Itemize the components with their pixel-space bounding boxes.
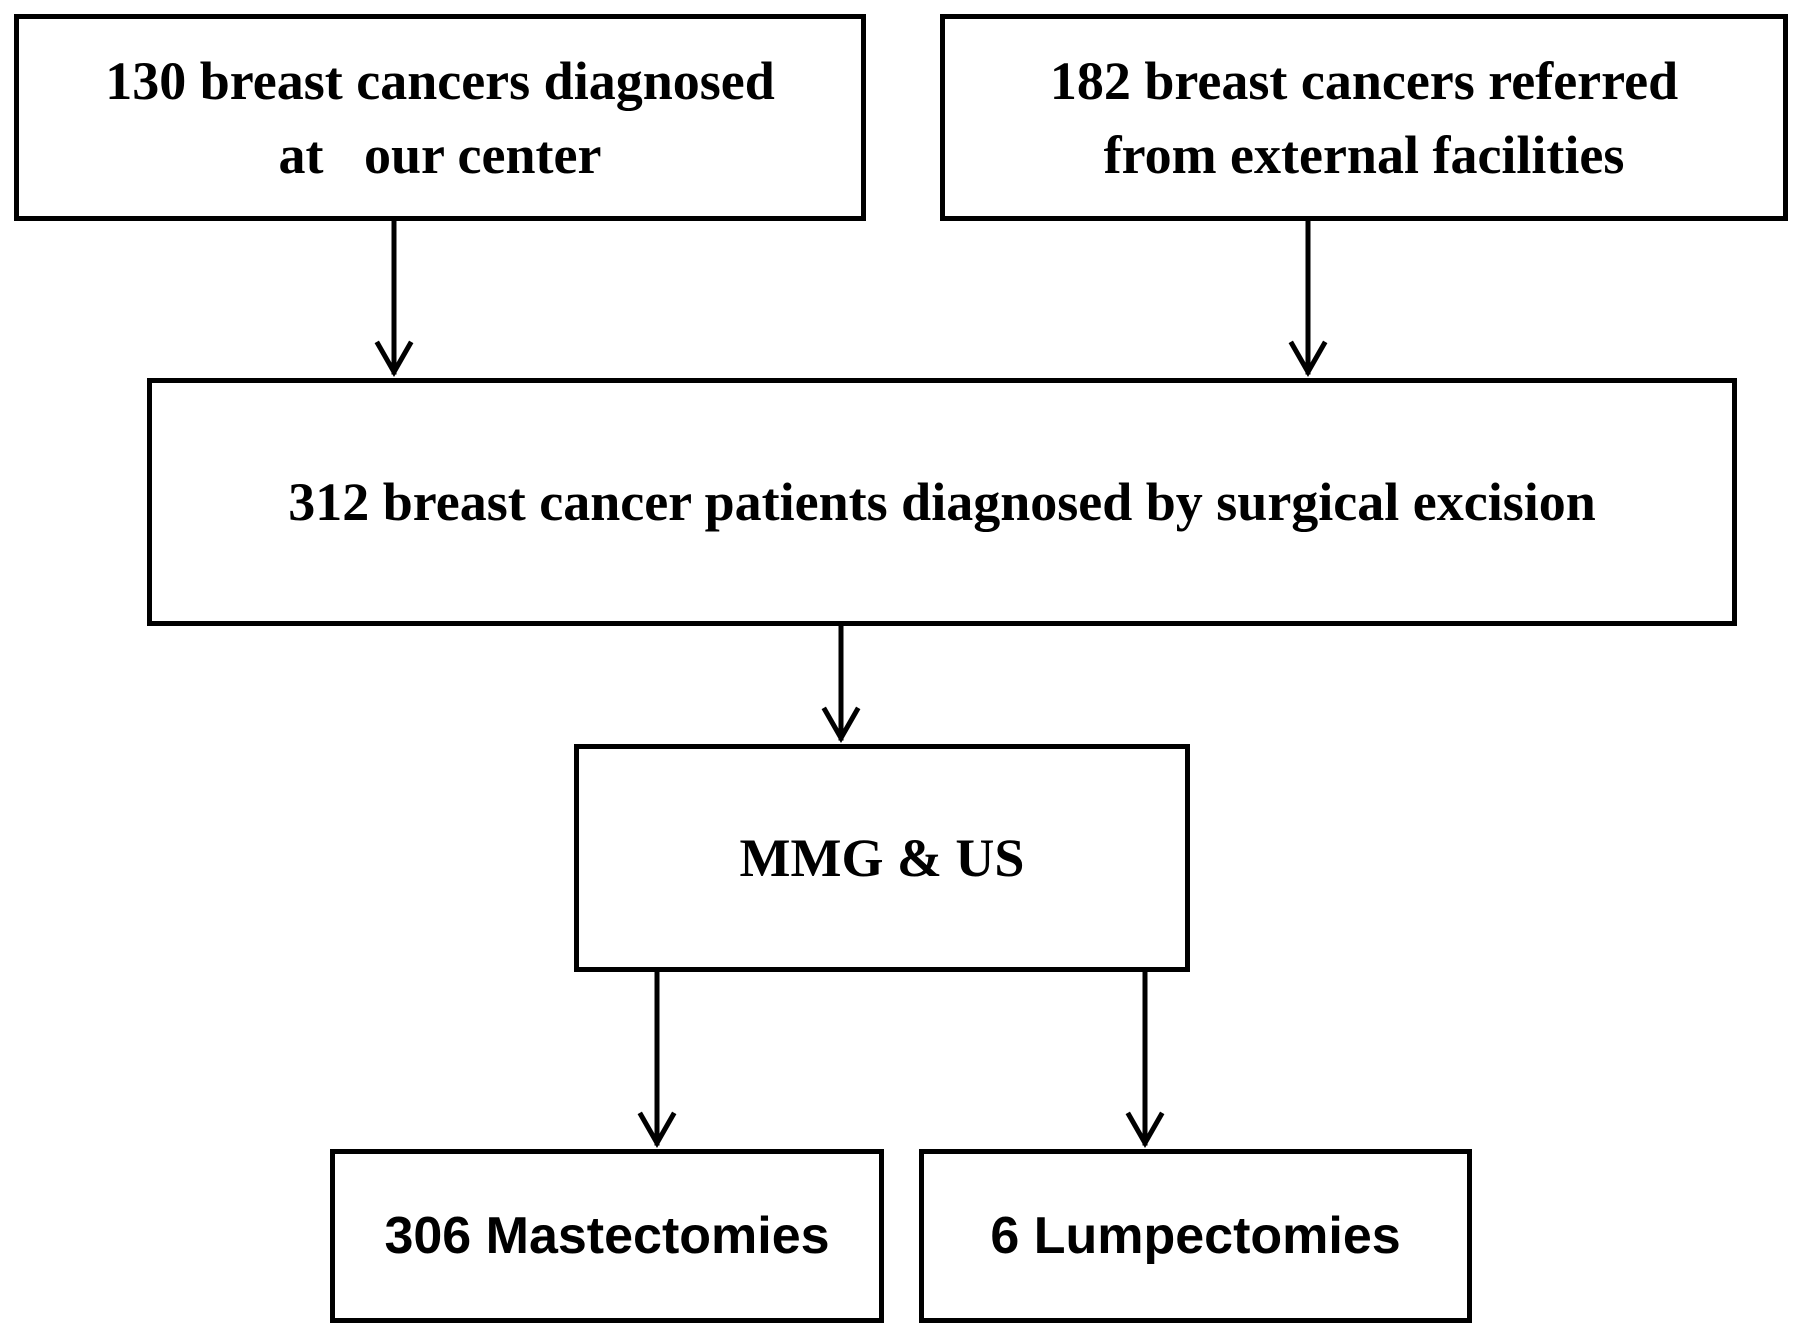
box-external-referrals: 182 breast cancers referred from externa… <box>940 14 1788 221</box>
lumpectomies-label: 6 Lumpectomies <box>990 1207 1401 1265</box>
arrow-imaging-to-lumpectomies <box>1125 969 1165 1149</box>
arrow-imaging-to-mastectomies <box>637 969 677 1149</box>
arrow-external-to-total <box>1288 218 1328 378</box>
box-total-patients: 312 breast cancer patients diagnosed by … <box>147 378 1737 626</box>
box-lumpectomies: 6 Lumpectomies <box>919 1149 1472 1323</box>
box-mastectomies: 306 Mastectomies <box>330 1149 884 1323</box>
internal-line-1: 130 breast cancers diagnosed <box>105 50 775 111</box>
arrow-internal-to-total <box>374 218 414 378</box>
box-imaging: MMG & US <box>574 744 1190 972</box>
arrow-total-to-imaging <box>821 623 861 744</box>
external-line-1: 182 breast cancers referred <box>1049 50 1679 111</box>
mastectomies-label: 306 Mastectomies <box>384 1207 830 1265</box>
total-label: 312 breast cancer patients diagnosed by … <box>288 472 1596 532</box>
internal-line-2: at our center <box>278 124 602 185</box>
imaging-label: MMG & US <box>739 828 1025 888</box>
box-internal-diagnoses: 130 breast cancers diagnosed at our cent… <box>14 14 866 221</box>
external-line-2: from external facilities <box>1103 124 1625 185</box>
